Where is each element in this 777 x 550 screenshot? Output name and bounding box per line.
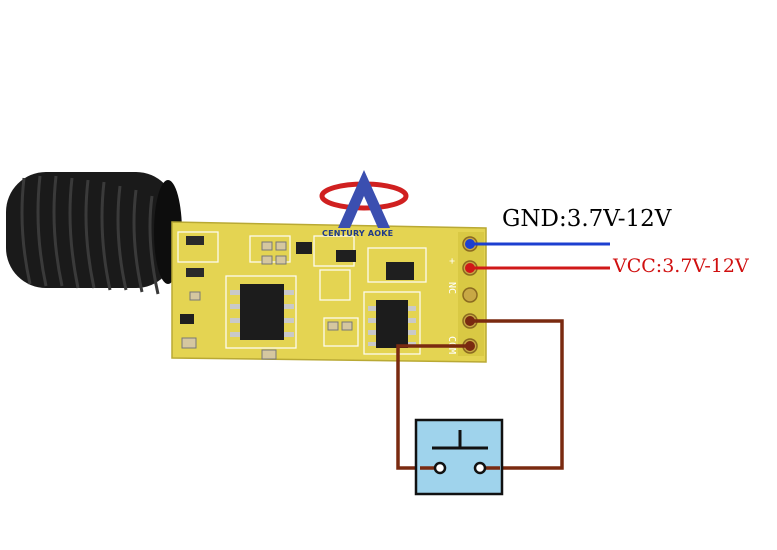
smd-components bbox=[180, 236, 414, 360]
silk-label-gnd: GND bbox=[445, 362, 456, 380]
ic-chip-left bbox=[230, 284, 294, 340]
coil-antenna-icon bbox=[6, 172, 182, 295]
silk-label-plus: + bbox=[446, 258, 457, 264]
brand-logo bbox=[319, 170, 409, 228]
push-button-switch-icon bbox=[414, 418, 504, 496]
switch-wire-right bbox=[470, 319, 564, 470]
gnd-voltage-label: GND:3.7V-12V bbox=[502, 206, 672, 232]
terminal-pads bbox=[458, 232, 484, 356]
vcc-voltage-label: VCC:3.7V-12V bbox=[613, 255, 749, 277]
brand-name: CENTURY AOKE bbox=[322, 229, 394, 238]
ic-chip-right bbox=[368, 300, 416, 348]
pcb-board: COM GND NC + bbox=[171, 221, 487, 380]
silk-label-nc: NC bbox=[446, 282, 457, 294]
